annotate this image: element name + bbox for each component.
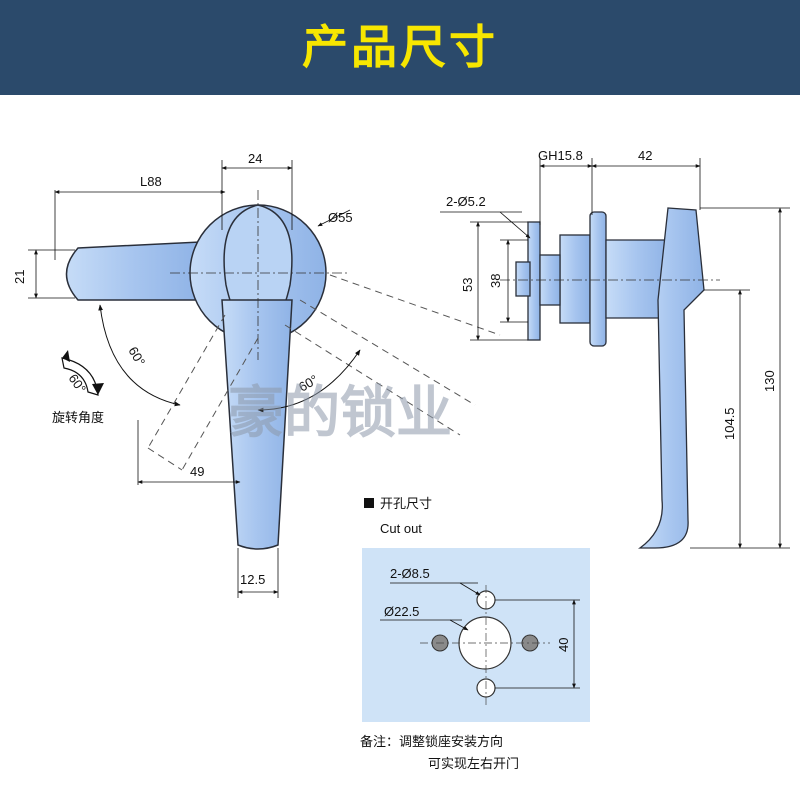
cutout-section: [362, 498, 590, 722]
watermark-text: 豪的锁业: [228, 381, 452, 446]
rotation-ghost-right: [284, 274, 501, 436]
handle-bar: [65, 241, 201, 301]
front-view: [28, 160, 501, 598]
dim-42: 42: [638, 148, 652, 163]
dim-104-5: 104.5: [722, 407, 737, 440]
rotation-angle-label: 旋转角度: [52, 410, 104, 426]
cutout-holes: 2-Ø8.5: [390, 566, 430, 581]
dim-49: 49: [190, 464, 204, 479]
rotation-ghost-left: [147, 314, 259, 471]
dim-12-5: 12.5: [240, 572, 265, 587]
dim-24: 24: [248, 151, 262, 166]
page-title: 产品尺寸: [302, 20, 498, 74]
angle-60-left: 60°: [125, 344, 148, 369]
dim-l88: L88: [140, 174, 162, 189]
angle-arc-right: [257, 349, 361, 413]
header-bar: [0, 0, 800, 95]
cutout-span-40: 40: [556, 638, 571, 652]
dim-gh15-8: GH15.8: [538, 148, 583, 163]
note-line-1: 备注：调整锁座安装方向: [360, 734, 503, 750]
dim-53: 53: [460, 278, 475, 292]
dim-holes-5-2: 2-Ø5.2: [446, 194, 486, 209]
note-line-2: 可实现左右开门: [428, 757, 519, 772]
dim-130: 130: [762, 370, 777, 392]
cutout-bullet: [364, 498, 374, 508]
cutout-title-cn: 开孔尺寸: [380, 497, 432, 512]
cutout-title-en: Cut out: [380, 521, 422, 536]
technical-drawing: L88 24 Ø55 21 60° 60° 60° 旋转角度 49 12.5: [12, 148, 790, 772]
side-view: [440, 158, 790, 549]
rotation-icon: [61, 350, 104, 396]
angle-arc-left: [98, 304, 181, 407]
cutout-center-diameter: Ø22.5: [384, 604, 419, 619]
dim-d55: Ø55: [328, 210, 353, 225]
dim-21: 21: [12, 270, 27, 284]
dim-38: 38: [488, 274, 503, 288]
